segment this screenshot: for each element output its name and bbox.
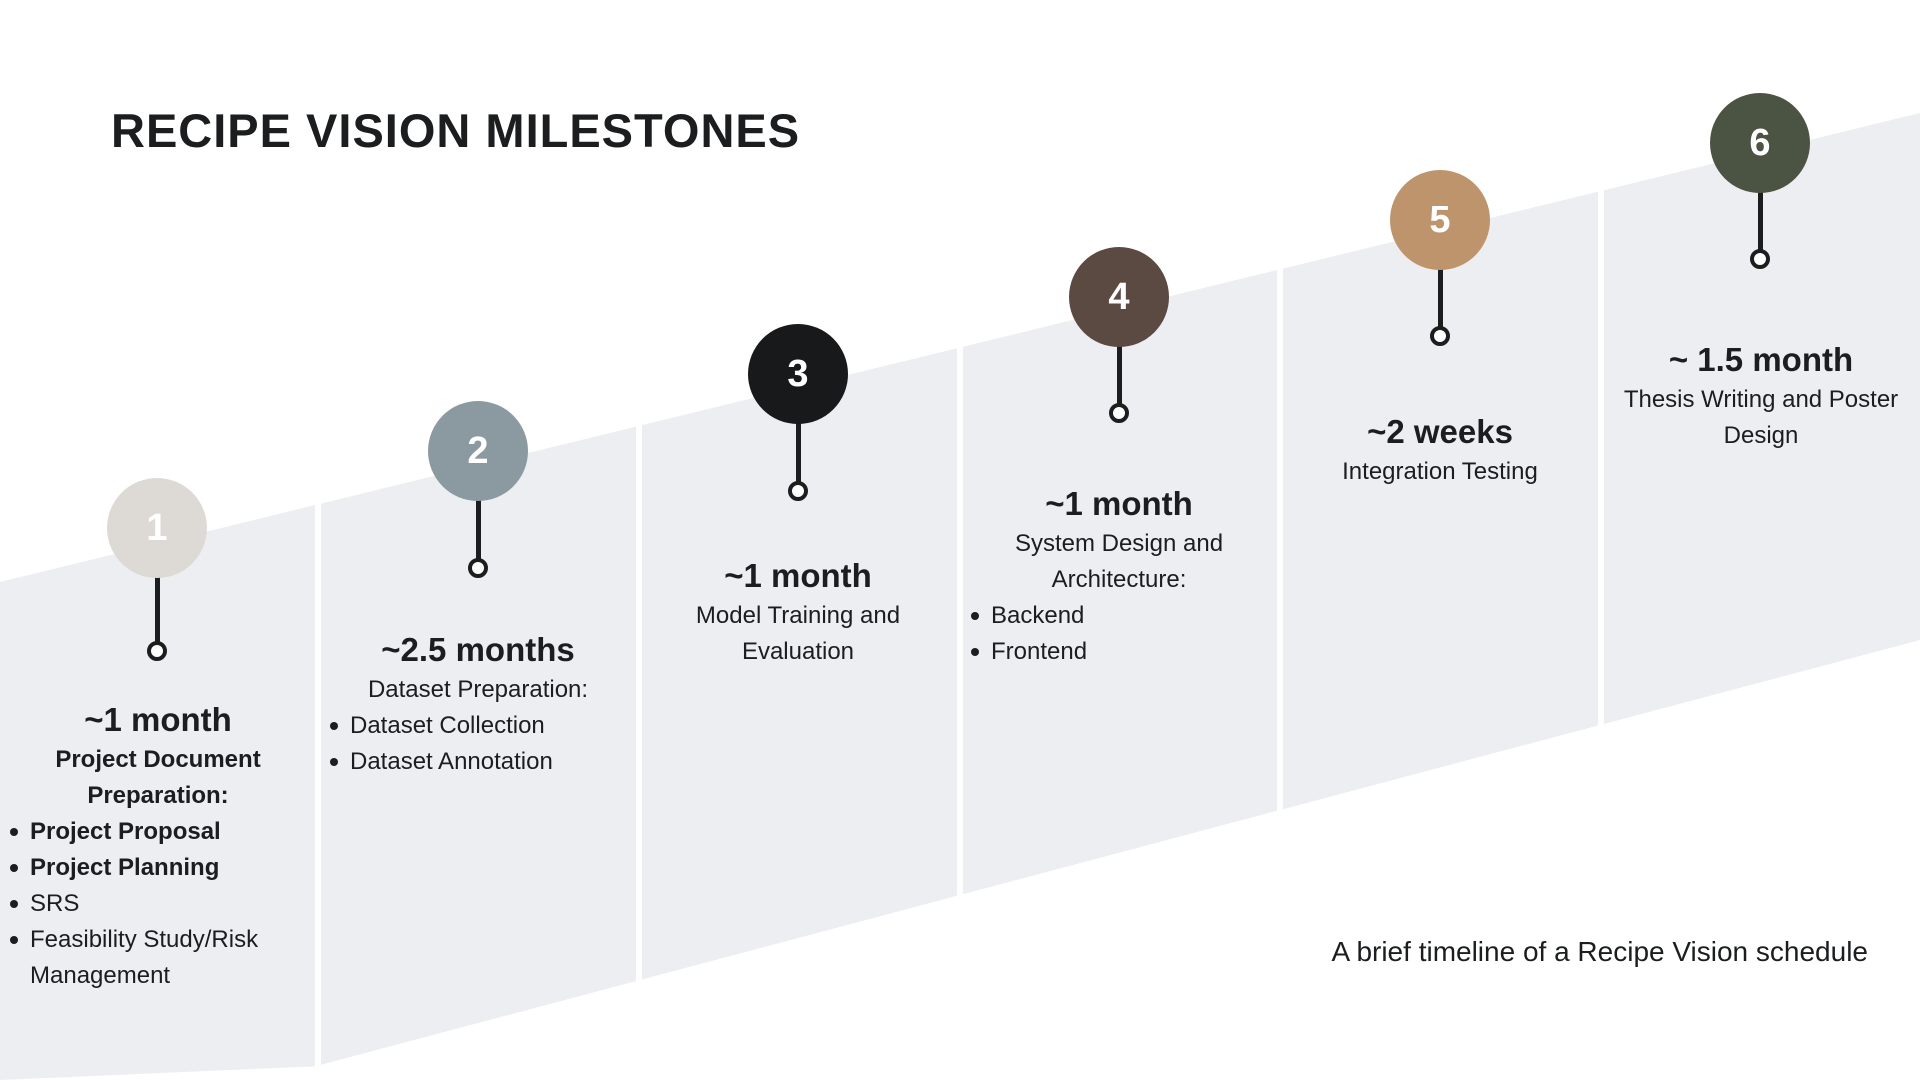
milestone-1-marker bbox=[147, 641, 167, 661]
page-title: RECIPE VISION MILESTONES bbox=[111, 104, 801, 157]
milestone-3-title: Model Training and Evaluation bbox=[695, 602, 901, 665]
milestone-2-stem bbox=[475, 451, 481, 568]
milestone-3-badge: 3 bbox=[748, 324, 848, 424]
milestone-4-duration: ~1 month bbox=[1045, 485, 1193, 522]
milestone-3-stem bbox=[795, 374, 801, 491]
milestone-5-badge: 5 bbox=[1390, 170, 1490, 270]
band-column-6 bbox=[1604, 113, 1920, 724]
milestone-4-marker bbox=[1109, 403, 1129, 423]
band-column-5 bbox=[1283, 191, 1598, 810]
milestone-6-duration: ~ 1.5 month bbox=[1668, 341, 1854, 378]
band-column-1 bbox=[0, 505, 315, 1080]
band-column-3 bbox=[642, 348, 957, 980]
milestone-6-title: Thesis Writing and Poster Design bbox=[1623, 386, 1899, 449]
task-item: SRS bbox=[8, 886, 308, 922]
milestone-2-badge: 2 bbox=[428, 401, 528, 501]
task-item: Dataset Annotation bbox=[328, 744, 628, 780]
milestone-3-duration: ~1 month bbox=[724, 557, 872, 594]
milestone-1-title: Project Document Preparation: bbox=[55, 746, 261, 809]
milestone-6-badge: 6 bbox=[1710, 93, 1810, 193]
task-item: Frontend bbox=[969, 634, 1269, 670]
milestone-2-title: Dataset Preparation: bbox=[367, 676, 589, 703]
milestone-4-stem bbox=[1116, 297, 1122, 413]
task-item: Dataset Collection bbox=[328, 708, 628, 744]
milestone-6-marker bbox=[1750, 249, 1770, 269]
milestone-5-duration: ~2 weeks bbox=[1367, 413, 1513, 450]
milestone-1-stem bbox=[154, 528, 160, 651]
task-item: Backend bbox=[969, 598, 1269, 634]
milestone-5-marker bbox=[1430, 326, 1450, 346]
milestone-6-stem bbox=[1757, 143, 1763, 259]
milestone-5-title: Integration Testing bbox=[1342, 458, 1538, 485]
band-column-4 bbox=[963, 270, 1277, 895]
milestone-5-stem bbox=[1437, 220, 1443, 336]
task-item: Project Proposal bbox=[8, 814, 308, 850]
milestone-4-title: System Design and Architecture: bbox=[1014, 530, 1224, 593]
task-item: Project Planning bbox=[8, 850, 308, 886]
caption-text: A brief timeline of a Recipe Vision sche… bbox=[1331, 936, 1868, 967]
milestone-1-badge: 1 bbox=[107, 478, 207, 578]
milestone-2-duration: ~2.5 months bbox=[381, 631, 575, 668]
milestone-3-marker bbox=[788, 481, 808, 501]
milestone-4-badge: 4 bbox=[1069, 247, 1169, 347]
milestone-2-marker bbox=[468, 558, 488, 578]
milestone-1-duration: ~1 month bbox=[84, 701, 232, 738]
task-item: Feasibility Study/Risk Management bbox=[8, 922, 308, 994]
band-column-2 bbox=[321, 426, 636, 1065]
